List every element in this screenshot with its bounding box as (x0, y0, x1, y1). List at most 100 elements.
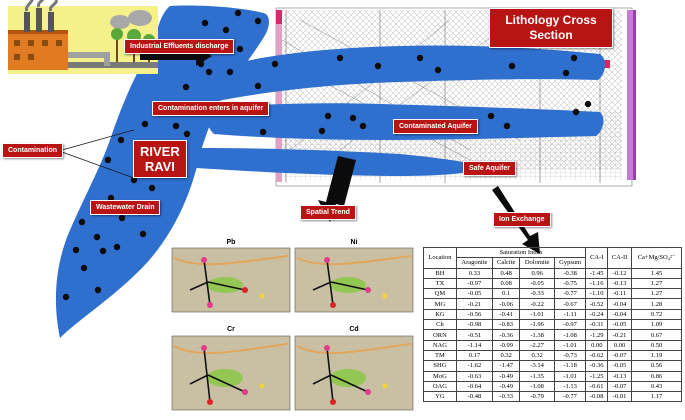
header-ratio: Ca+Mg/SO₄²⁻ (631, 247, 682, 269)
table-cell: 1.17 (631, 391, 682, 403)
table-cell: 0.1 (492, 288, 521, 300)
spatial-trend-maps (171, 247, 414, 411)
table-cell: -1.11 (553, 308, 587, 321)
table-cell-location: MG (423, 298, 457, 310)
table-cell: -0.62 (585, 349, 609, 362)
table-cell-location: Ch (423, 319, 457, 331)
table-cell: -0.33 (519, 288, 555, 300)
saturation-index-table: Location Saturation Index CA-I CA-II Ca+… (423, 246, 682, 403)
table-cell: -1.25 (585, 370, 609, 382)
table-cell: -0.04 (607, 298, 633, 310)
table-cell: -0.79 (519, 391, 555, 403)
litho-line-1: Lithology Cross (505, 13, 597, 27)
table-cell: -1.38 (519, 329, 555, 341)
table-cell: -0.21 (455, 298, 494, 310)
table-cell-location: TX (423, 277, 457, 290)
table-cell: -0.52 (585, 298, 609, 310)
table-cell: -0.64 (455, 380, 494, 393)
table-cell: -0.98 (455, 319, 494, 331)
table-cell: -0.61 (585, 380, 609, 393)
table-cell: -0.56 (455, 308, 494, 321)
table-cell: -1.35 (519, 370, 555, 382)
table-cell: -2.27 (519, 339, 555, 351)
table-cell: 1.28 (631, 298, 682, 310)
table-cell: -0.07 (607, 349, 633, 362)
table-cell: -1.29 (585, 329, 609, 341)
table-cell: -0.41 (492, 308, 521, 321)
table-cell: -0.33 (492, 391, 521, 403)
table-cell: 0.32 (519, 349, 555, 362)
table-cell: 0.32 (492, 349, 521, 362)
table-cell-location: KG (423, 308, 457, 321)
table-cell: -1.01 (519, 308, 555, 321)
table-cell: 0.00 (607, 339, 633, 351)
table-cell: -0.05 (607, 360, 633, 372)
table-cell: 0.48 (492, 267, 521, 279)
header-location: Location (423, 247, 457, 269)
table-cell: -0.99 (492, 339, 521, 351)
table-cell: 0.56 (631, 360, 682, 372)
table-cell-location: ORN (423, 329, 457, 341)
table-cell: -0.49 (492, 380, 521, 393)
table-cell: 1.27 (631, 277, 682, 290)
label-wastewater-drain: Wastewater Drain (90, 200, 161, 215)
table-cell: 1.19 (631, 349, 682, 362)
table-cell: -0.07 (607, 380, 633, 393)
table-cell: 0.86 (631, 370, 682, 382)
header-ca1: CA-I (585, 247, 609, 269)
label-contamination-enters: Contamination enters in aquifer (152, 101, 270, 116)
label-spatial-trend: Spatial Trend (300, 205, 356, 220)
label-ion-exchange: Ion Exchange (493, 212, 551, 227)
header-saturation-index: Saturation Index (455, 246, 587, 259)
table-cell: 1.45 (631, 267, 682, 279)
table-cell: -0.04 (607, 308, 633, 321)
table-cell: 1.27 (631, 288, 682, 300)
table-cell: -0.97 (455, 277, 494, 290)
table-cell: -0.67 (553, 298, 587, 310)
label-contaminated-aquifer: Contaminated Aquifer (393, 119, 478, 134)
header-ca2: CA-II (607, 247, 633, 269)
table-cell-location: QM (423, 288, 457, 300)
table-cell: -0.97 (553, 319, 587, 331)
map-title-cd: Cd (349, 326, 359, 333)
label-industrial-effluents: Industrial Effluents discharge (124, 39, 235, 54)
table-cell-location: SHG (423, 360, 457, 372)
table-cell-location: TM (423, 349, 457, 362)
table-cell: -1.13 (553, 380, 587, 393)
table-cell: -0.75 (553, 277, 587, 290)
callout-lines (61, 129, 135, 179)
table-cell: -0.21 (607, 329, 633, 341)
table-cell: 0.67 (631, 329, 682, 341)
table-cell: 0.43 (631, 380, 682, 393)
table-cell-location: BH (423, 267, 457, 279)
table-cell: -0.36 (585, 360, 609, 372)
table-cell: -1.01 (553, 370, 587, 382)
header-mineral: Calcite (492, 257, 521, 269)
table-cell: -1.10 (585, 288, 609, 300)
table-cell: 0.50 (631, 339, 682, 351)
table-cell: -1.16 (585, 277, 609, 290)
table-cell: -0.05 (455, 288, 494, 300)
table-cell: -1.47 (492, 360, 521, 372)
river-line-2: RAVI (144, 159, 175, 174)
table-cell: -1.45 (585, 267, 609, 279)
table-cell: -0.22 (519, 298, 555, 310)
table-cell: -3.14 (519, 360, 555, 372)
table-cell: -0.83 (492, 319, 521, 331)
table-cell: -0.01 (607, 391, 633, 403)
table-cell: -0.12 (607, 267, 633, 279)
map-title-pb: Pb (226, 239, 236, 246)
table-cell: 1.09 (631, 319, 682, 331)
table-cell: -0.31 (585, 319, 609, 331)
table-cell: -0.08 (585, 391, 609, 403)
map-title-cr: Cr (227, 326, 235, 333)
